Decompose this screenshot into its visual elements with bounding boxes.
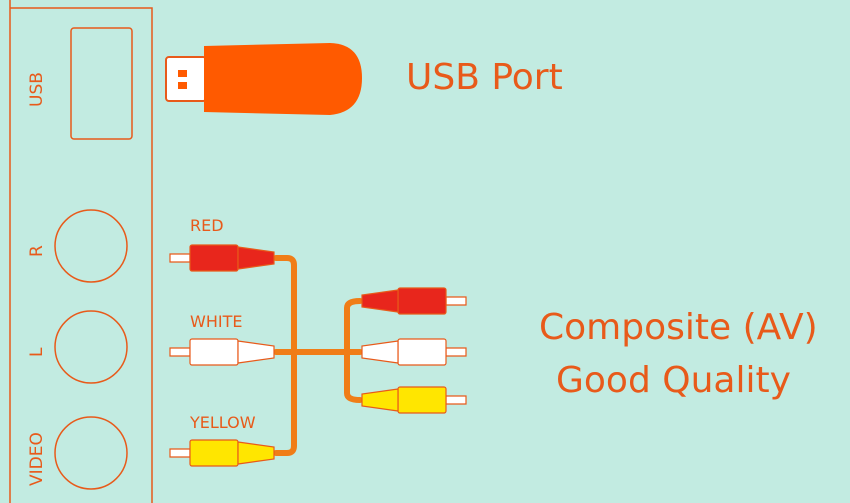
usb-port-title: USB Port	[406, 57, 563, 98]
rca-plug-white-left	[169, 338, 275, 366]
panel-label-video: VIDEO	[27, 432, 47, 486]
rca-plug-yellow-right	[361, 386, 467, 414]
jack-r	[54, 209, 128, 283]
usb-stick-icon	[165, 43, 362, 115]
composite-av-title: Composite (AV)	[539, 307, 818, 348]
plug-label-white: WHITE	[190, 312, 243, 331]
rca-plug-red-right	[361, 287, 467, 315]
panel-label-l: L	[27, 347, 47, 357]
rca-plug-white-right	[361, 338, 467, 366]
good-quality-title: Good Quality	[556, 360, 791, 401]
plug-label-yellow: YELLOW	[190, 413, 256, 432]
jack-l	[54, 310, 128, 384]
jack-video	[54, 416, 128, 490]
device-panel	[9, 0, 153, 503]
rca-cable-icon	[273, 255, 363, 456]
usb-port	[70, 27, 133, 140]
rca-plug-yellow-left	[169, 439, 275, 467]
panel-label-r: R	[27, 245, 47, 257]
panel-label-usb: USB	[27, 72, 47, 107]
plug-label-red: RED	[190, 216, 224, 235]
rca-plug-red-left	[169, 244, 275, 272]
